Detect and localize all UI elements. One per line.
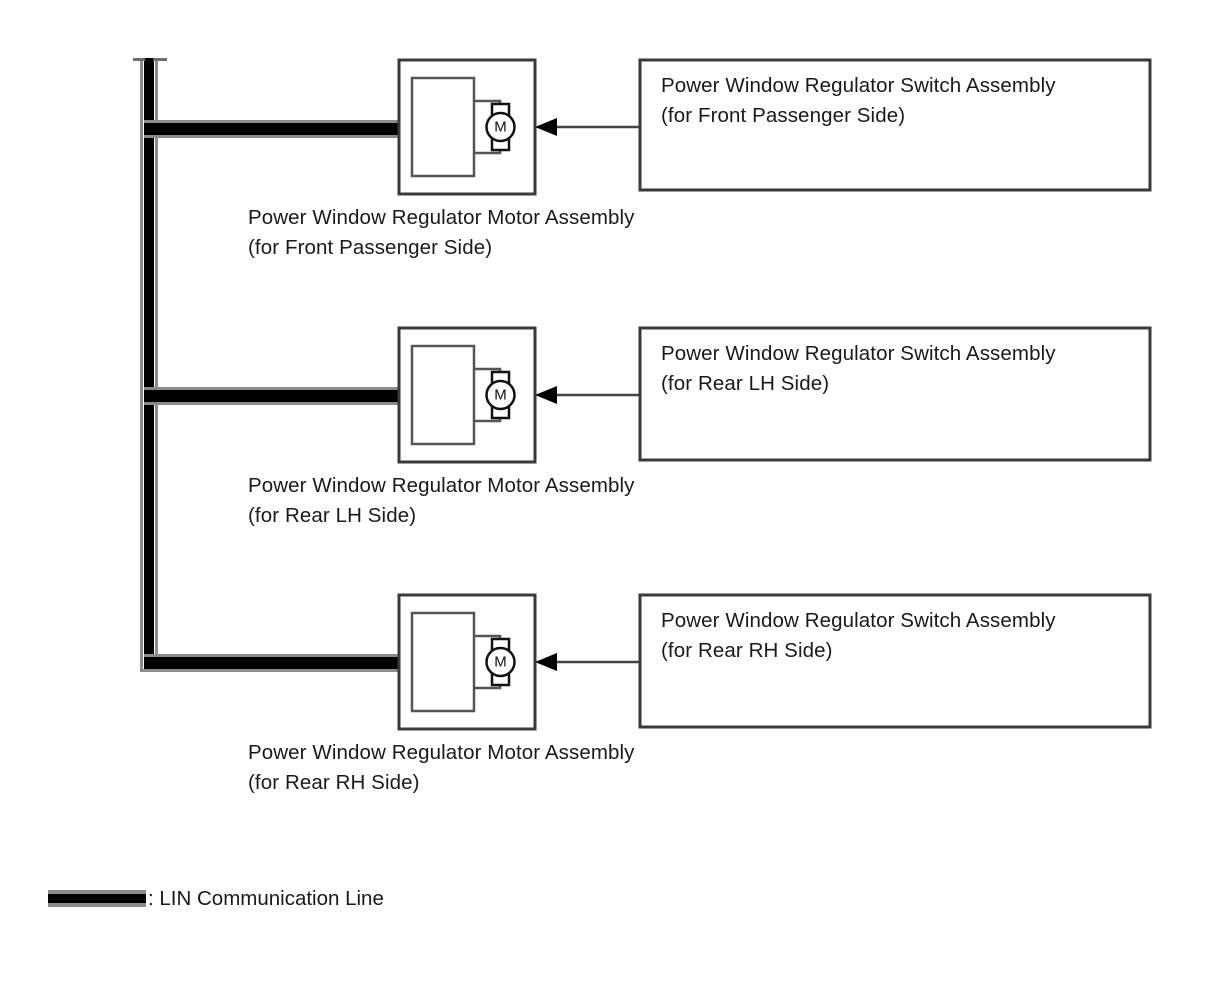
switch-label-rear-lh: Power Window Regulator Switch Assembly (f… [661,339,1056,399]
switch-link-rear-lh [535,386,640,404]
switch-link-arrowhead [535,118,557,136]
lin-branch-1-edge-bottom [144,135,402,138]
motor-circle [485,646,516,678]
motor-label-line2: (for Rear LH Side) [248,504,417,527]
switch-assembly-box-rear-rh[interactable] [638,593,1152,729]
lin-trunk-top-cap-right [153,58,167,61]
motor-circle [485,379,516,411]
switch-label-line2: (for Rear RH Side) [661,639,833,662]
motor-symbol-letter: M [494,387,507,404]
lin-bus-group [133,58,402,672]
motor-symbol-letter: M [494,654,507,671]
switch-link-front-passenger [535,118,640,136]
motor-label-line2: (for Rear RH Side) [248,771,420,794]
switch-link-arrowhead [535,653,557,671]
switch-label-line1: Power Window Regulator Switch Assembly [661,342,1056,365]
motor-label-front-passenger: Power Window Regulator Motor Assembly (fo… [248,203,635,263]
motor-assembly-front-passenger[interactable]: M [397,58,537,196]
lin-branch-3-edge-bottom [140,669,402,672]
switch-assembly-box-rear-lh[interactable] [638,326,1152,462]
switch-label-line1: Power Window Regulator Switch Assembly [661,74,1056,97]
motor-label-line1: Power Window Regulator Motor Assembly [248,206,635,229]
switch-link-rear-rh [535,653,640,671]
motor-control-unit-box [410,344,476,446]
lin-trunk-edge-right [155,58,158,670]
legend-label: : LIN Communication Line [148,887,384,910]
switch-label-front-passenger: Power Window Regulator Switch Assembly (f… [661,71,1056,131]
legend-swatch-edge-top [48,890,146,894]
lin-trunk-core [144,58,154,670]
legend-swatch-core [48,894,146,903]
motor-circle [485,111,516,143]
lin-branch-3-edge-top [144,654,402,657]
motor-control-unit-box [410,611,476,713]
lin-line-swatch [48,890,146,907]
lin-branch-2-edge-bottom [144,402,402,405]
lin-branch-1-core [144,123,402,135]
motor-label-line1: Power Window Regulator Motor Assembly [248,474,635,497]
motor-label-rear-rh: Power Window Regulator Motor Assembly (fo… [248,738,635,798]
switch-label-line2: (for Front Passenger Side) [661,104,906,127]
motor-label-line1: Power Window Regulator Motor Assembly [248,741,635,764]
switch-label-line1: Power Window Regulator Switch Assembly [661,609,1056,632]
lin-trunk-top-cap-left [133,58,145,61]
lin-branch-3-core [144,657,402,669]
legend-swatch-edge-bottom [48,903,146,907]
switch-label-line2: (for Rear LH Side) [661,372,830,395]
motor-label-line2: (for Front Passenger Side) [248,236,493,259]
motor-control-unit-box [410,76,476,178]
lin-branch-2-edge-top [144,387,402,390]
switch-assembly-box-front-passenger[interactable] [638,58,1152,192]
switch-label-rear-rh: Power Window Regulator Switch Assembly (f… [661,606,1056,666]
motor-symbol-letter: M [494,119,507,136]
switch-link-arrowhead [535,386,557,404]
lin-trunk-edge-left [140,58,143,670]
motor-assembly-rear-rh[interactable]: M [397,593,537,731]
lin-branch-1-edge-top [144,120,402,123]
lin-branch-2-core [144,390,402,402]
motor-label-rear-lh: Power Window Regulator Motor Assembly (fo… [248,471,635,531]
motor-assembly-rear-lh[interactable]: M [397,326,537,464]
